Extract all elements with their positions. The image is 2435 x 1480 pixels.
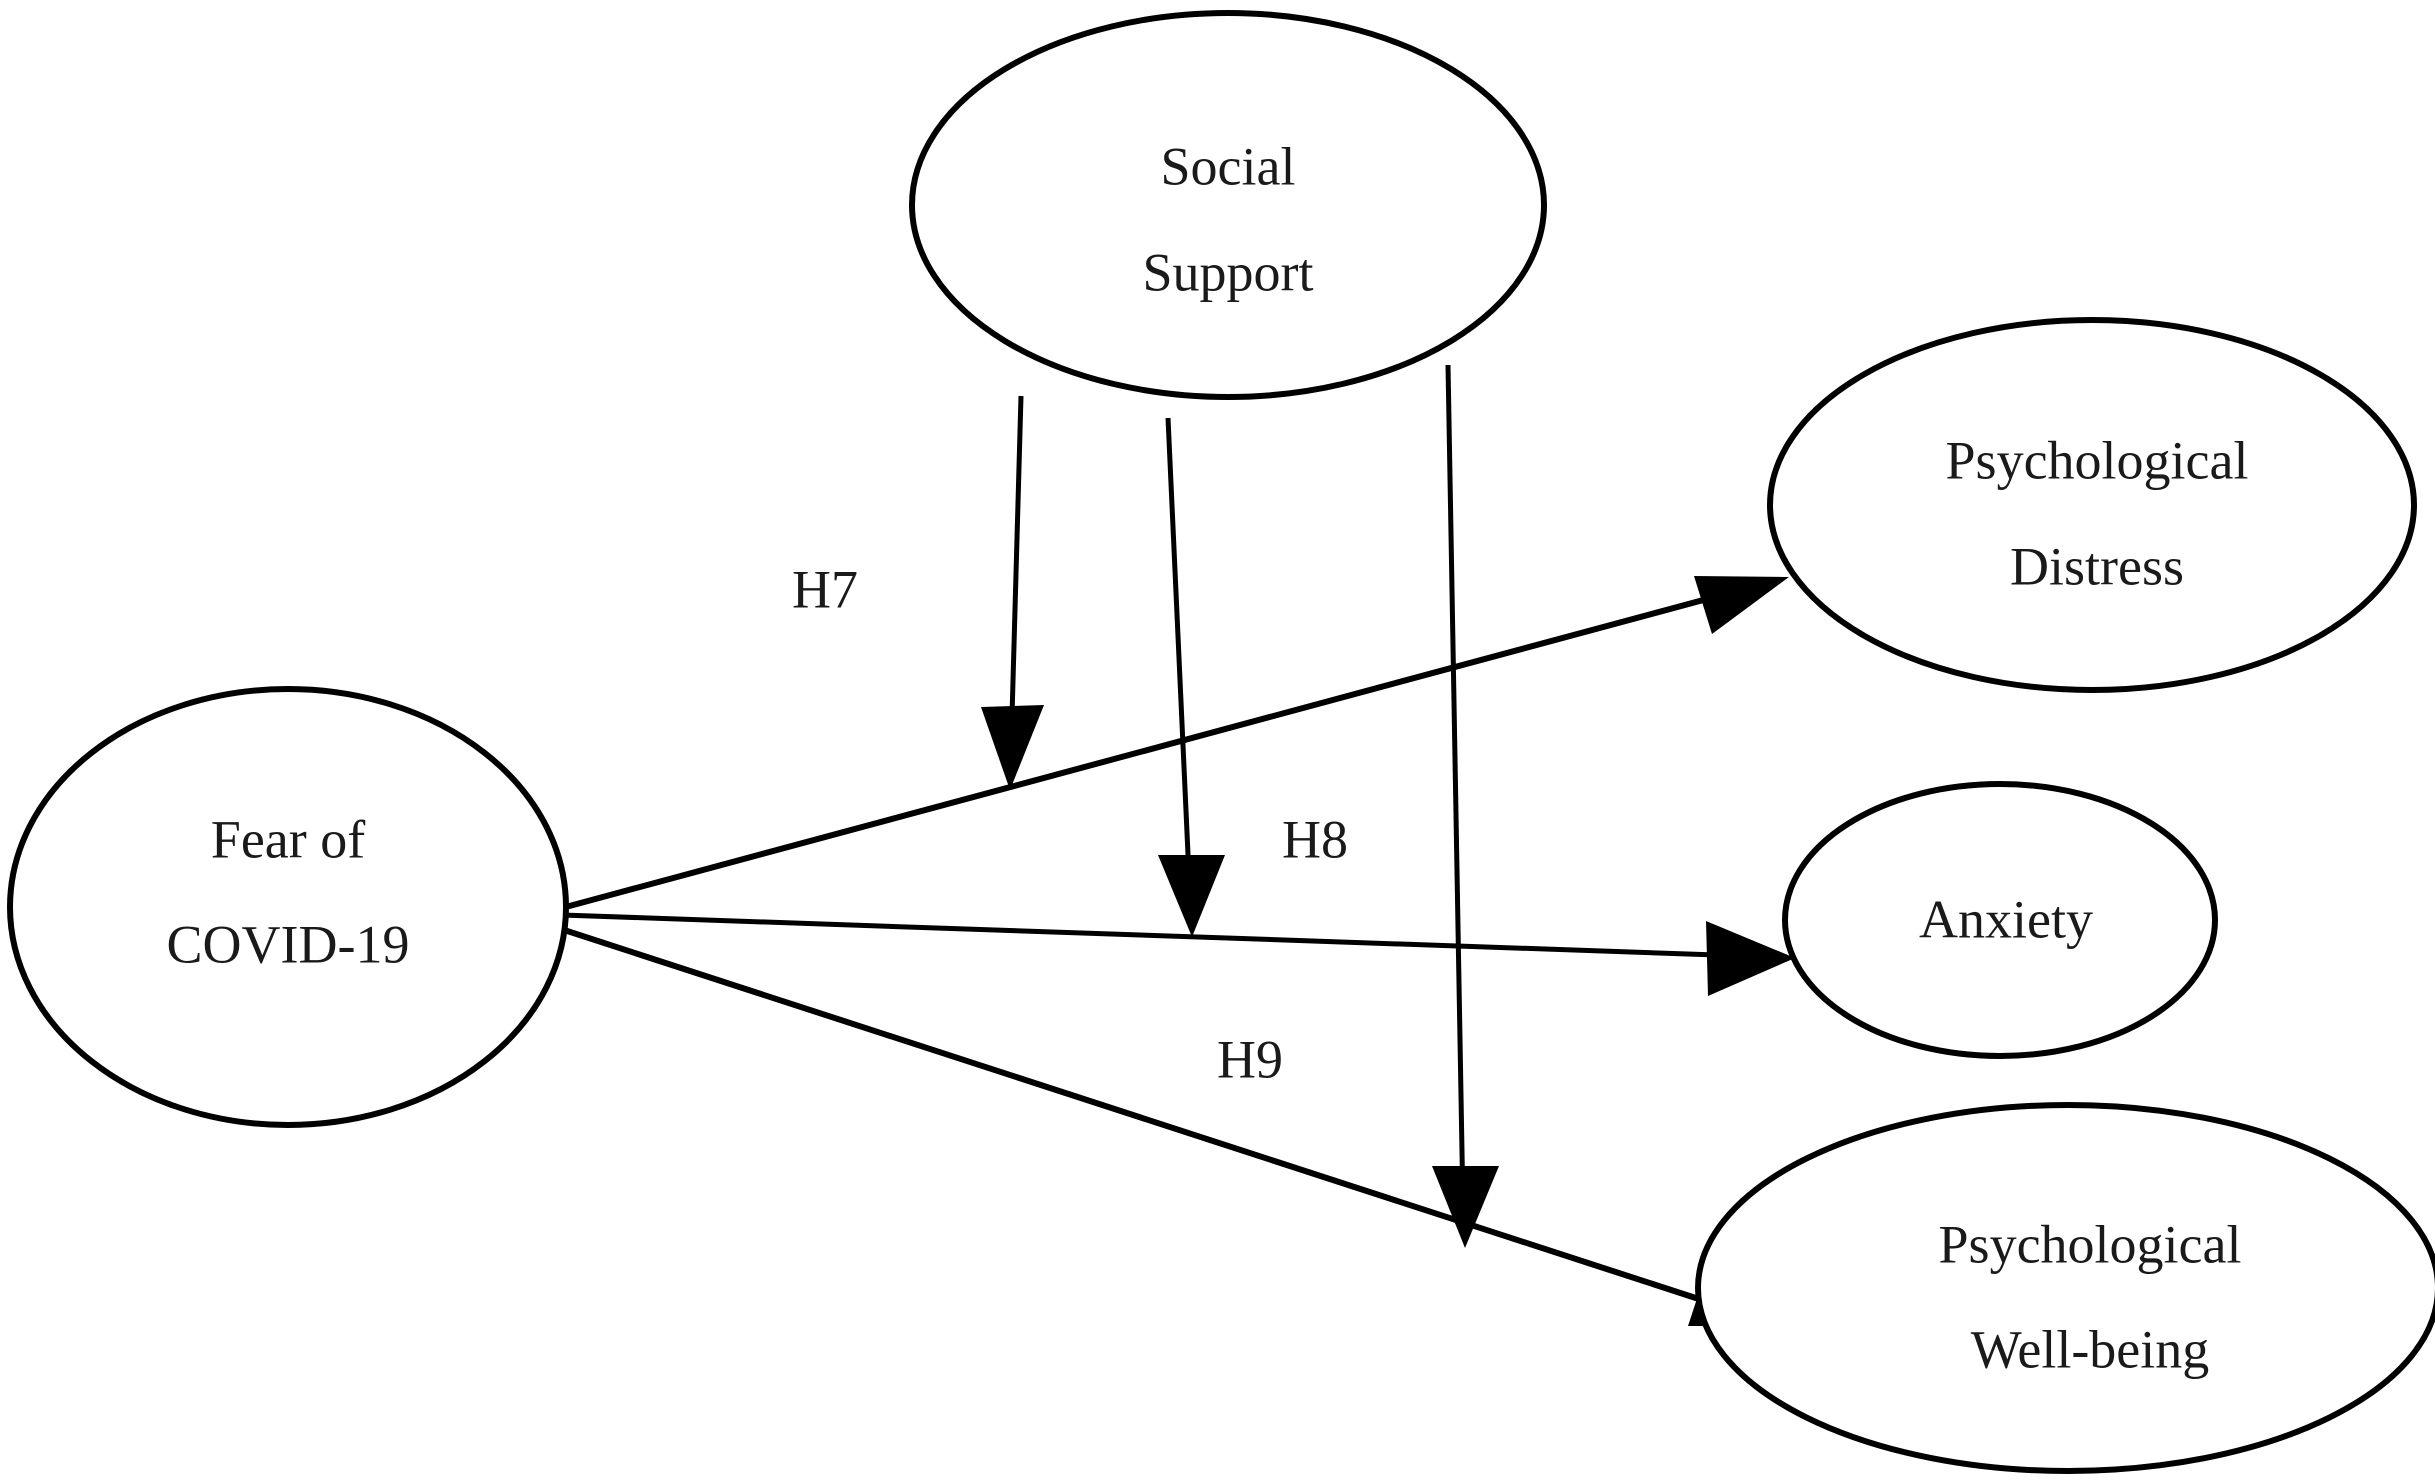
node-fear-of-covid-19-ellipse[interactable] <box>7 686 569 1128</box>
node-psychological-distress-label-line1: Psychological <box>1946 430 2249 490</box>
node-social-support[interactable]: Social Support <box>909 10 1547 400</box>
edge-fear-to-wellbeing <box>557 925 1766 1326</box>
node-social-support-label-line1: Social <box>1161 136 1296 196</box>
hypothesis-label-h7: H7 <box>792 559 858 619</box>
node-social-support-label-line2: Support <box>1142 242 1313 302</box>
node-fear-of-covid-19-label-line1: Fear of <box>211 809 365 869</box>
node-psychological-distress[interactable]: Psychological Distress <box>1767 317 2417 693</box>
edge-line-fear-distress <box>561 579 1771 911</box>
edge-line-fear-anxiety <box>561 912 1776 960</box>
node-fear-of-covid-19[interactable]: Fear of COVID-19 <box>7 686 569 1128</box>
node-anxiety[interactable]: Anxiety <box>1782 781 2218 1059</box>
edge-support-moderates-wellbeing <box>1432 364 1499 1248</box>
arrow-head-distress <box>1694 576 1789 634</box>
node-social-support-ellipse[interactable] <box>909 10 1547 400</box>
edge-line-support-h9 <box>1445 364 1466 1209</box>
edge-support-moderates-distress <box>981 395 1044 790</box>
node-psychological-well-being[interactable]: Psychological Well-being <box>1695 1102 2435 1474</box>
edge-fear-to-distress <box>561 576 1789 911</box>
edge-line-support-h8 <box>1165 417 1193 899</box>
node-psychological-well-being-label-line1: Psychological <box>1939 1214 2242 1274</box>
arrow-head-h9 <box>1432 1166 1499 1248</box>
node-psychological-well-being-ellipse[interactable] <box>1695 1102 2435 1474</box>
node-psychological-distress-ellipse[interactable] <box>1767 317 2417 693</box>
arrow-head-anxiety <box>1706 921 1795 996</box>
edge-fear-to-anxiety <box>561 912 1795 996</box>
arrow-head-h7 <box>981 705 1044 790</box>
edge-line-fear-wellbeing <box>557 925 1749 1318</box>
node-fear-of-covid-19-label-line2: COVID-19 <box>167 914 410 974</box>
node-psychological-distress-label-line2: Distress <box>2010 536 2184 596</box>
arrow-head-h8 <box>1158 855 1225 937</box>
node-anxiety-label-line1: Anxiety <box>1919 889 2093 949</box>
edge-line-support-h7 <box>1008 395 1024 753</box>
hypothesis-label-h8: H8 <box>1282 809 1348 869</box>
edge-support-moderates-anxiety <box>1158 417 1225 937</box>
node-psychological-well-being-label-line2: Well-being <box>1971 1319 2210 1379</box>
hypothesis-label-h9: H9 <box>1217 1029 1283 1089</box>
node-anxiety-ellipse[interactable] <box>1782 781 2218 1059</box>
